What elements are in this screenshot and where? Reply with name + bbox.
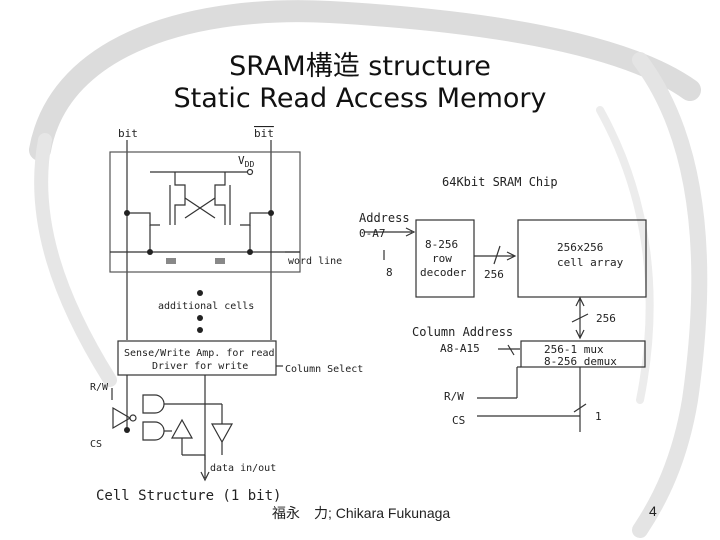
page-number: 4 bbox=[649, 503, 657, 519]
bus-256-col-label: 256 bbox=[596, 312, 616, 325]
slide-subtitle: Static Read Access Memory bbox=[173, 83, 547, 114]
word-line-label: word line bbox=[288, 256, 342, 267]
column-range-label: A8-A15 bbox=[440, 342, 480, 355]
write-driver-label: Driver for write bbox=[152, 361, 248, 372]
decoder-label-3: decoder bbox=[420, 266, 467, 279]
data-in-out-label: data in/out bbox=[210, 463, 276, 474]
sense-amp-label: Sense/Write Amp. for read bbox=[124, 348, 275, 359]
column-select-label: Column Select bbox=[285, 364, 363, 375]
column-address-label: Column Address bbox=[412, 325, 513, 339]
chip-rw-label: R/W bbox=[444, 390, 464, 403]
mux-label: 256-1 mux bbox=[544, 343, 604, 356]
bus-8-label: 8 bbox=[386, 266, 393, 279]
cell-rw-label: R/W bbox=[90, 382, 109, 393]
cell-array-label-2: cell array bbox=[557, 256, 624, 269]
bit-bar-label: bit bbox=[254, 127, 274, 140]
decoder-label-2: row bbox=[432, 252, 452, 265]
bus-1-label: 1 bbox=[595, 410, 602, 423]
decoder-label-1: 8-256 bbox=[425, 238, 458, 251]
cell-cs-label: CS bbox=[90, 439, 102, 450]
bus-256-row-label: 256 bbox=[484, 268, 504, 281]
demux-label: 8-256 demux bbox=[544, 355, 617, 368]
cell-dots bbox=[124, 210, 274, 433]
footer-author: 福永 力; Chikara Fukunaga bbox=[272, 505, 451, 521]
vdd-label: VDD bbox=[238, 154, 254, 169]
additional-cells-label: additional cells bbox=[158, 301, 254, 312]
chip-cs-label: CS bbox=[452, 414, 465, 427]
sram-chip bbox=[364, 219, 647, 432]
slide-title: SRAM構造 structure bbox=[229, 51, 491, 82]
cell-array-label-1: 256x256 bbox=[557, 241, 603, 254]
address-label: Address bbox=[359, 211, 410, 225]
address-range-label: 0-A7 bbox=[359, 227, 386, 240]
chip-title: 64Kbit SRAM Chip bbox=[442, 175, 558, 189]
bit-label: bit bbox=[118, 127, 138, 140]
cell-caption: Cell Structure (1 bit) bbox=[96, 488, 281, 504]
cell-structure bbox=[109, 140, 301, 482]
